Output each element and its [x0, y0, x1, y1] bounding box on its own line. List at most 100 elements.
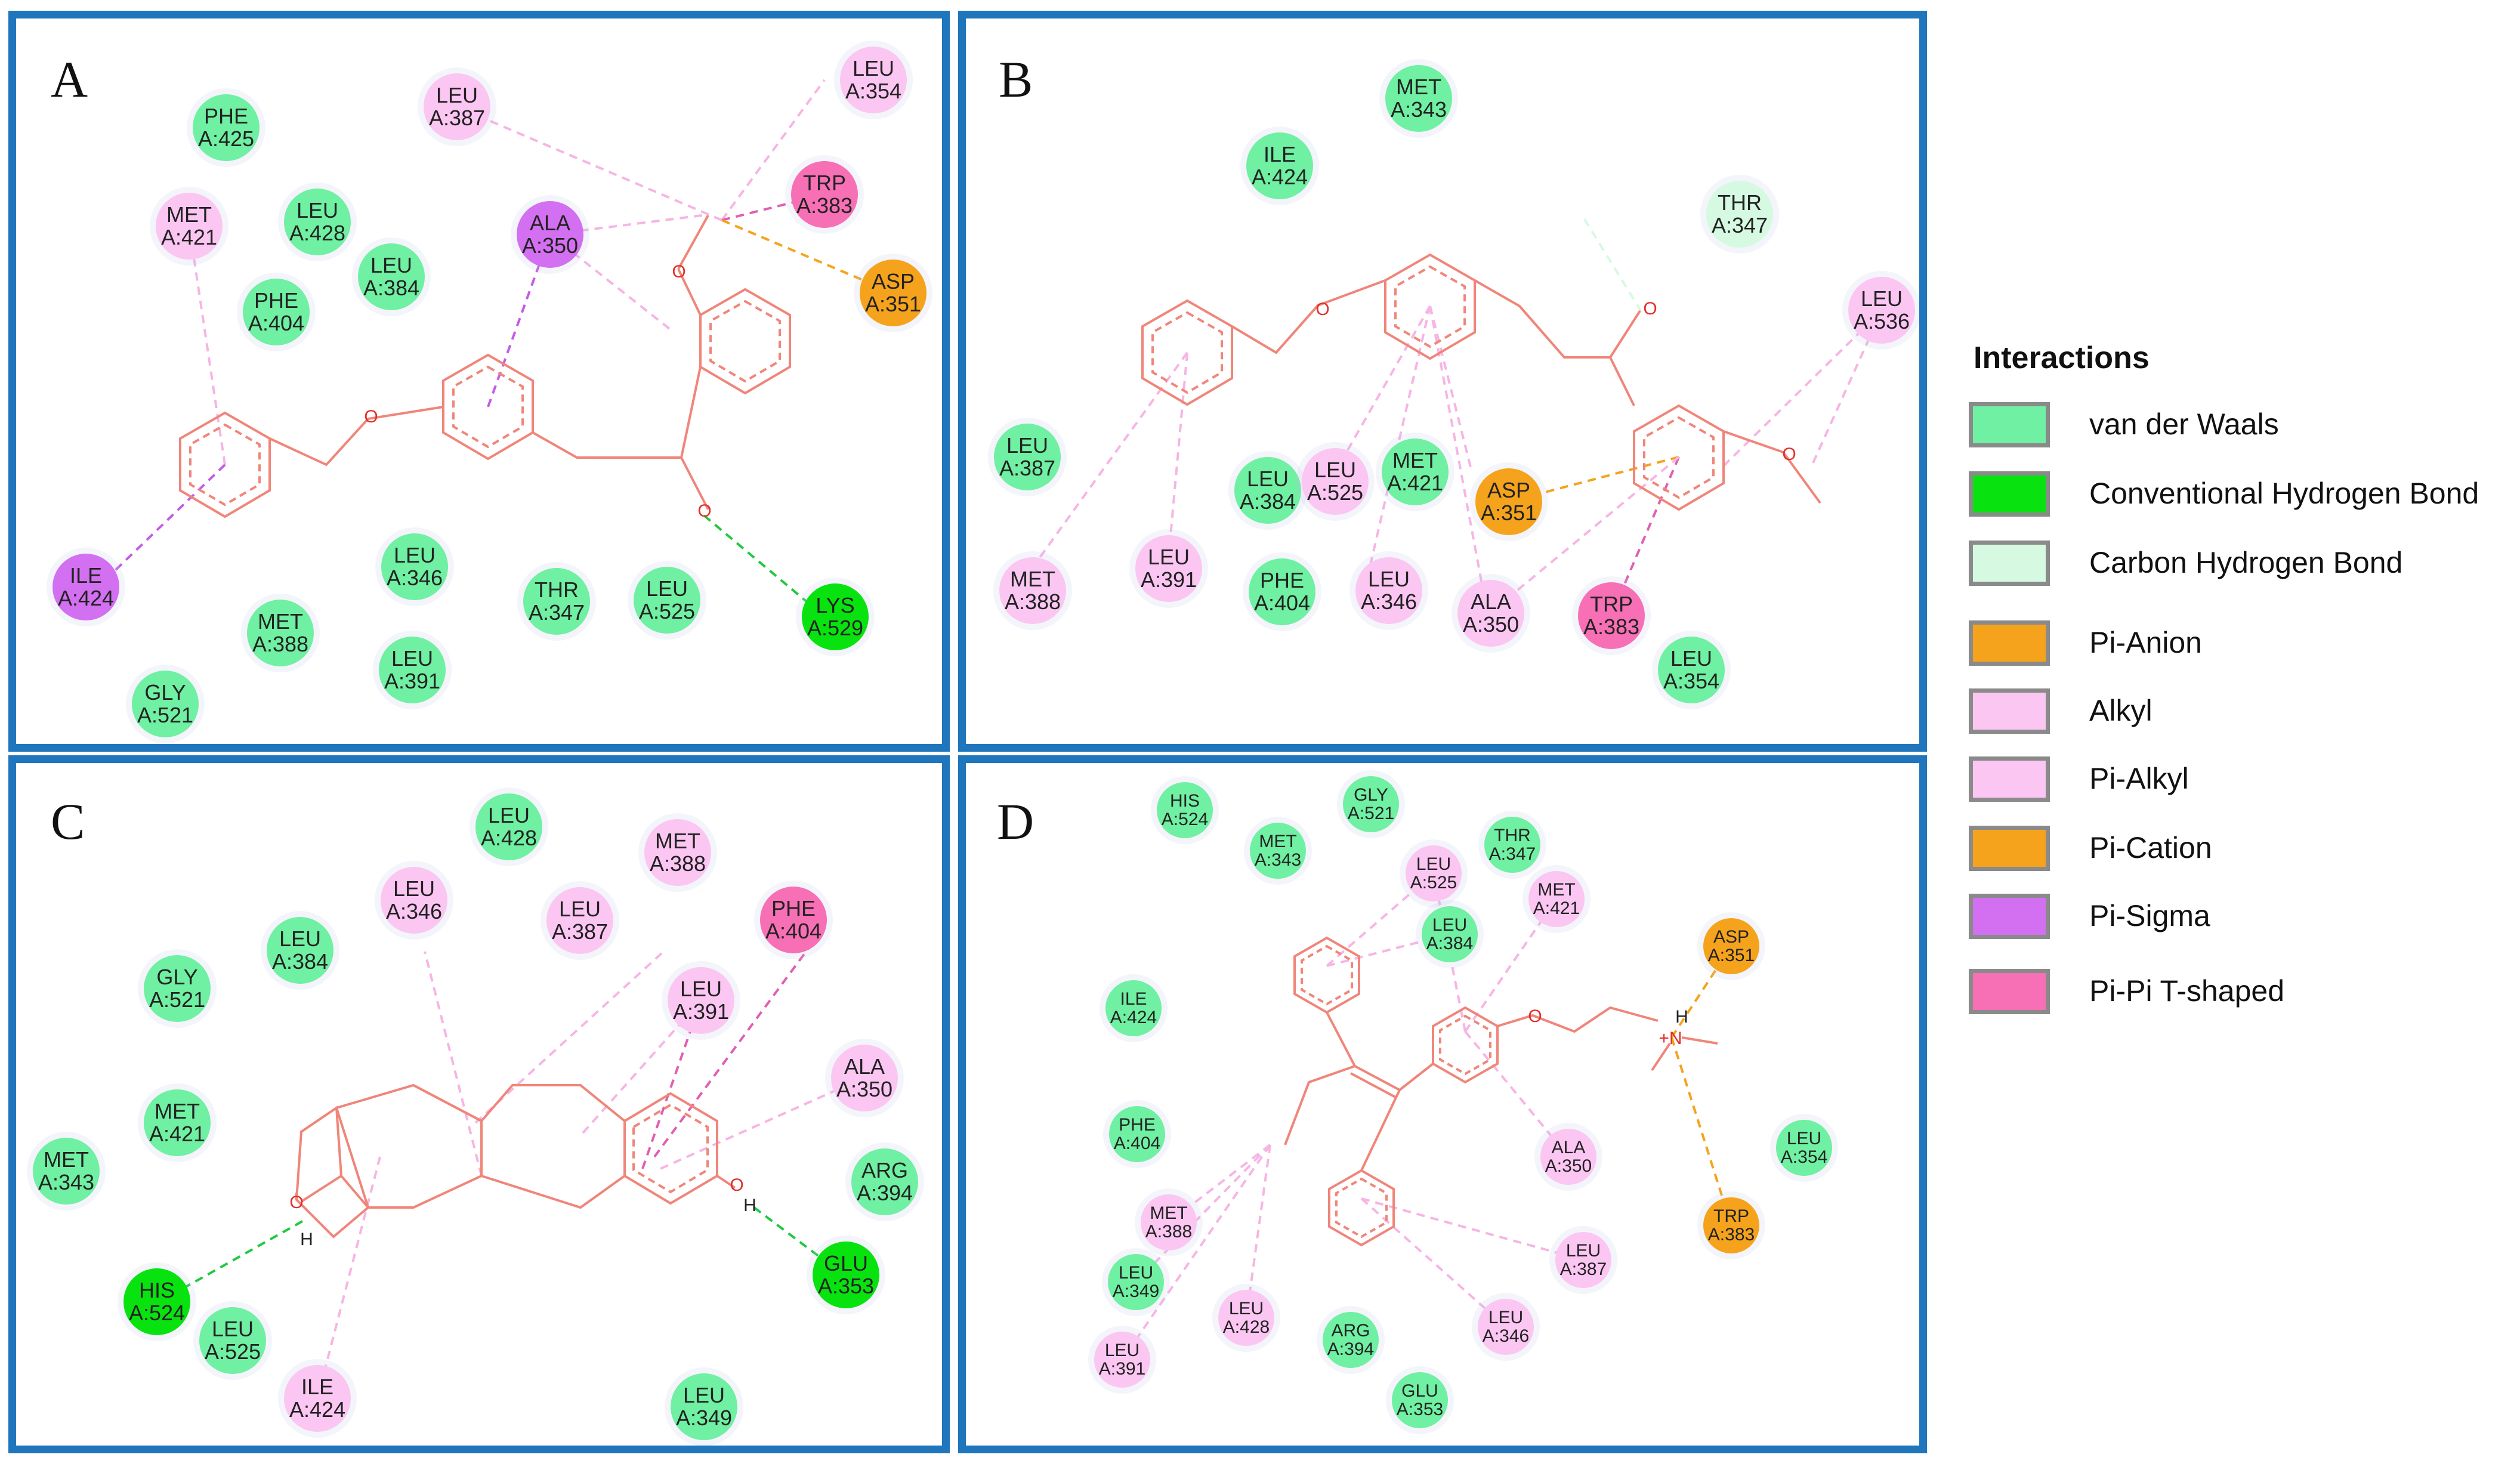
panel-c-atom-o-left: O — [289, 1193, 304, 1212]
legend-item-carbon-hydrogen-bond: Carbon Hydrogen Bond — [1969, 537, 2520, 592]
legend-label: Pi-Pi T-shaped — [2089, 974, 2285, 1008]
panel-c-atom-h-right: H — [743, 1196, 756, 1215]
legend-label: Carbon Hydrogen Bond — [2089, 546, 2403, 579]
panel-c-interaction-lines — [159, 946, 864, 1399]
legend-swatch — [1969, 826, 2050, 871]
panel-a-atom-o-methoxy: O — [672, 262, 686, 282]
panel-b-atom-o-methoxy: O — [1782, 444, 1796, 464]
legend-label: Pi-Cation — [2089, 831, 2212, 864]
legend-swatch — [1969, 969, 2050, 1014]
panel-a-ligand — [179, 215, 791, 518]
panel-b-atom-o-carbonyl: O — [1643, 299, 1657, 319]
legend-swatch — [1969, 620, 2050, 666]
legend-swatch — [1969, 471, 2050, 517]
panel-a-label: A — [51, 51, 88, 108]
legend-swatch — [1969, 894, 2050, 939]
panel-d-atom-o: O — [1528, 1006, 1542, 1026]
panel-a-molecule — [97, 79, 894, 610]
panel-a-atom-o-ether: O — [364, 407, 378, 427]
legend-item-pi-sigma: Pi-Sigma — [1969, 890, 2520, 945]
legend-item-alkyl: Alkyl — [1969, 685, 2520, 740]
panel-b-molecule — [1032, 214, 1883, 616]
legend-title: Interactions — [1974, 341, 2150, 375]
panel-b-atom-o-ether: O — [1315, 299, 1330, 319]
panel-c-label: C — [51, 793, 85, 850]
legend-label: Pi-Sigma — [2089, 899, 2210, 932]
legend-swatch — [1969, 541, 2050, 586]
panel-d-ligand — [1284, 936, 1718, 1247]
panel-d-atom-n-plus: +N — [1659, 1029, 1682, 1048]
legend-swatch — [1969, 688, 2050, 734]
legend-item-pi-alkyl: Pi-Alkyl — [1969, 753, 2520, 808]
legend-item-conventional-hydrogen-bond: Conventional Hydrogen Bond — [1969, 468, 2520, 523]
legend-label: Alkyl — [2089, 694, 2152, 727]
panel-c-ligand — [295, 1083, 736, 1239]
legend-swatch — [1969, 402, 2050, 447]
panel-c-atom-o-right: O — [730, 1175, 744, 1195]
panel-c-atom-h-left: H — [300, 1230, 313, 1249]
panel-d-atom-h: H — [1675, 1007, 1688, 1027]
